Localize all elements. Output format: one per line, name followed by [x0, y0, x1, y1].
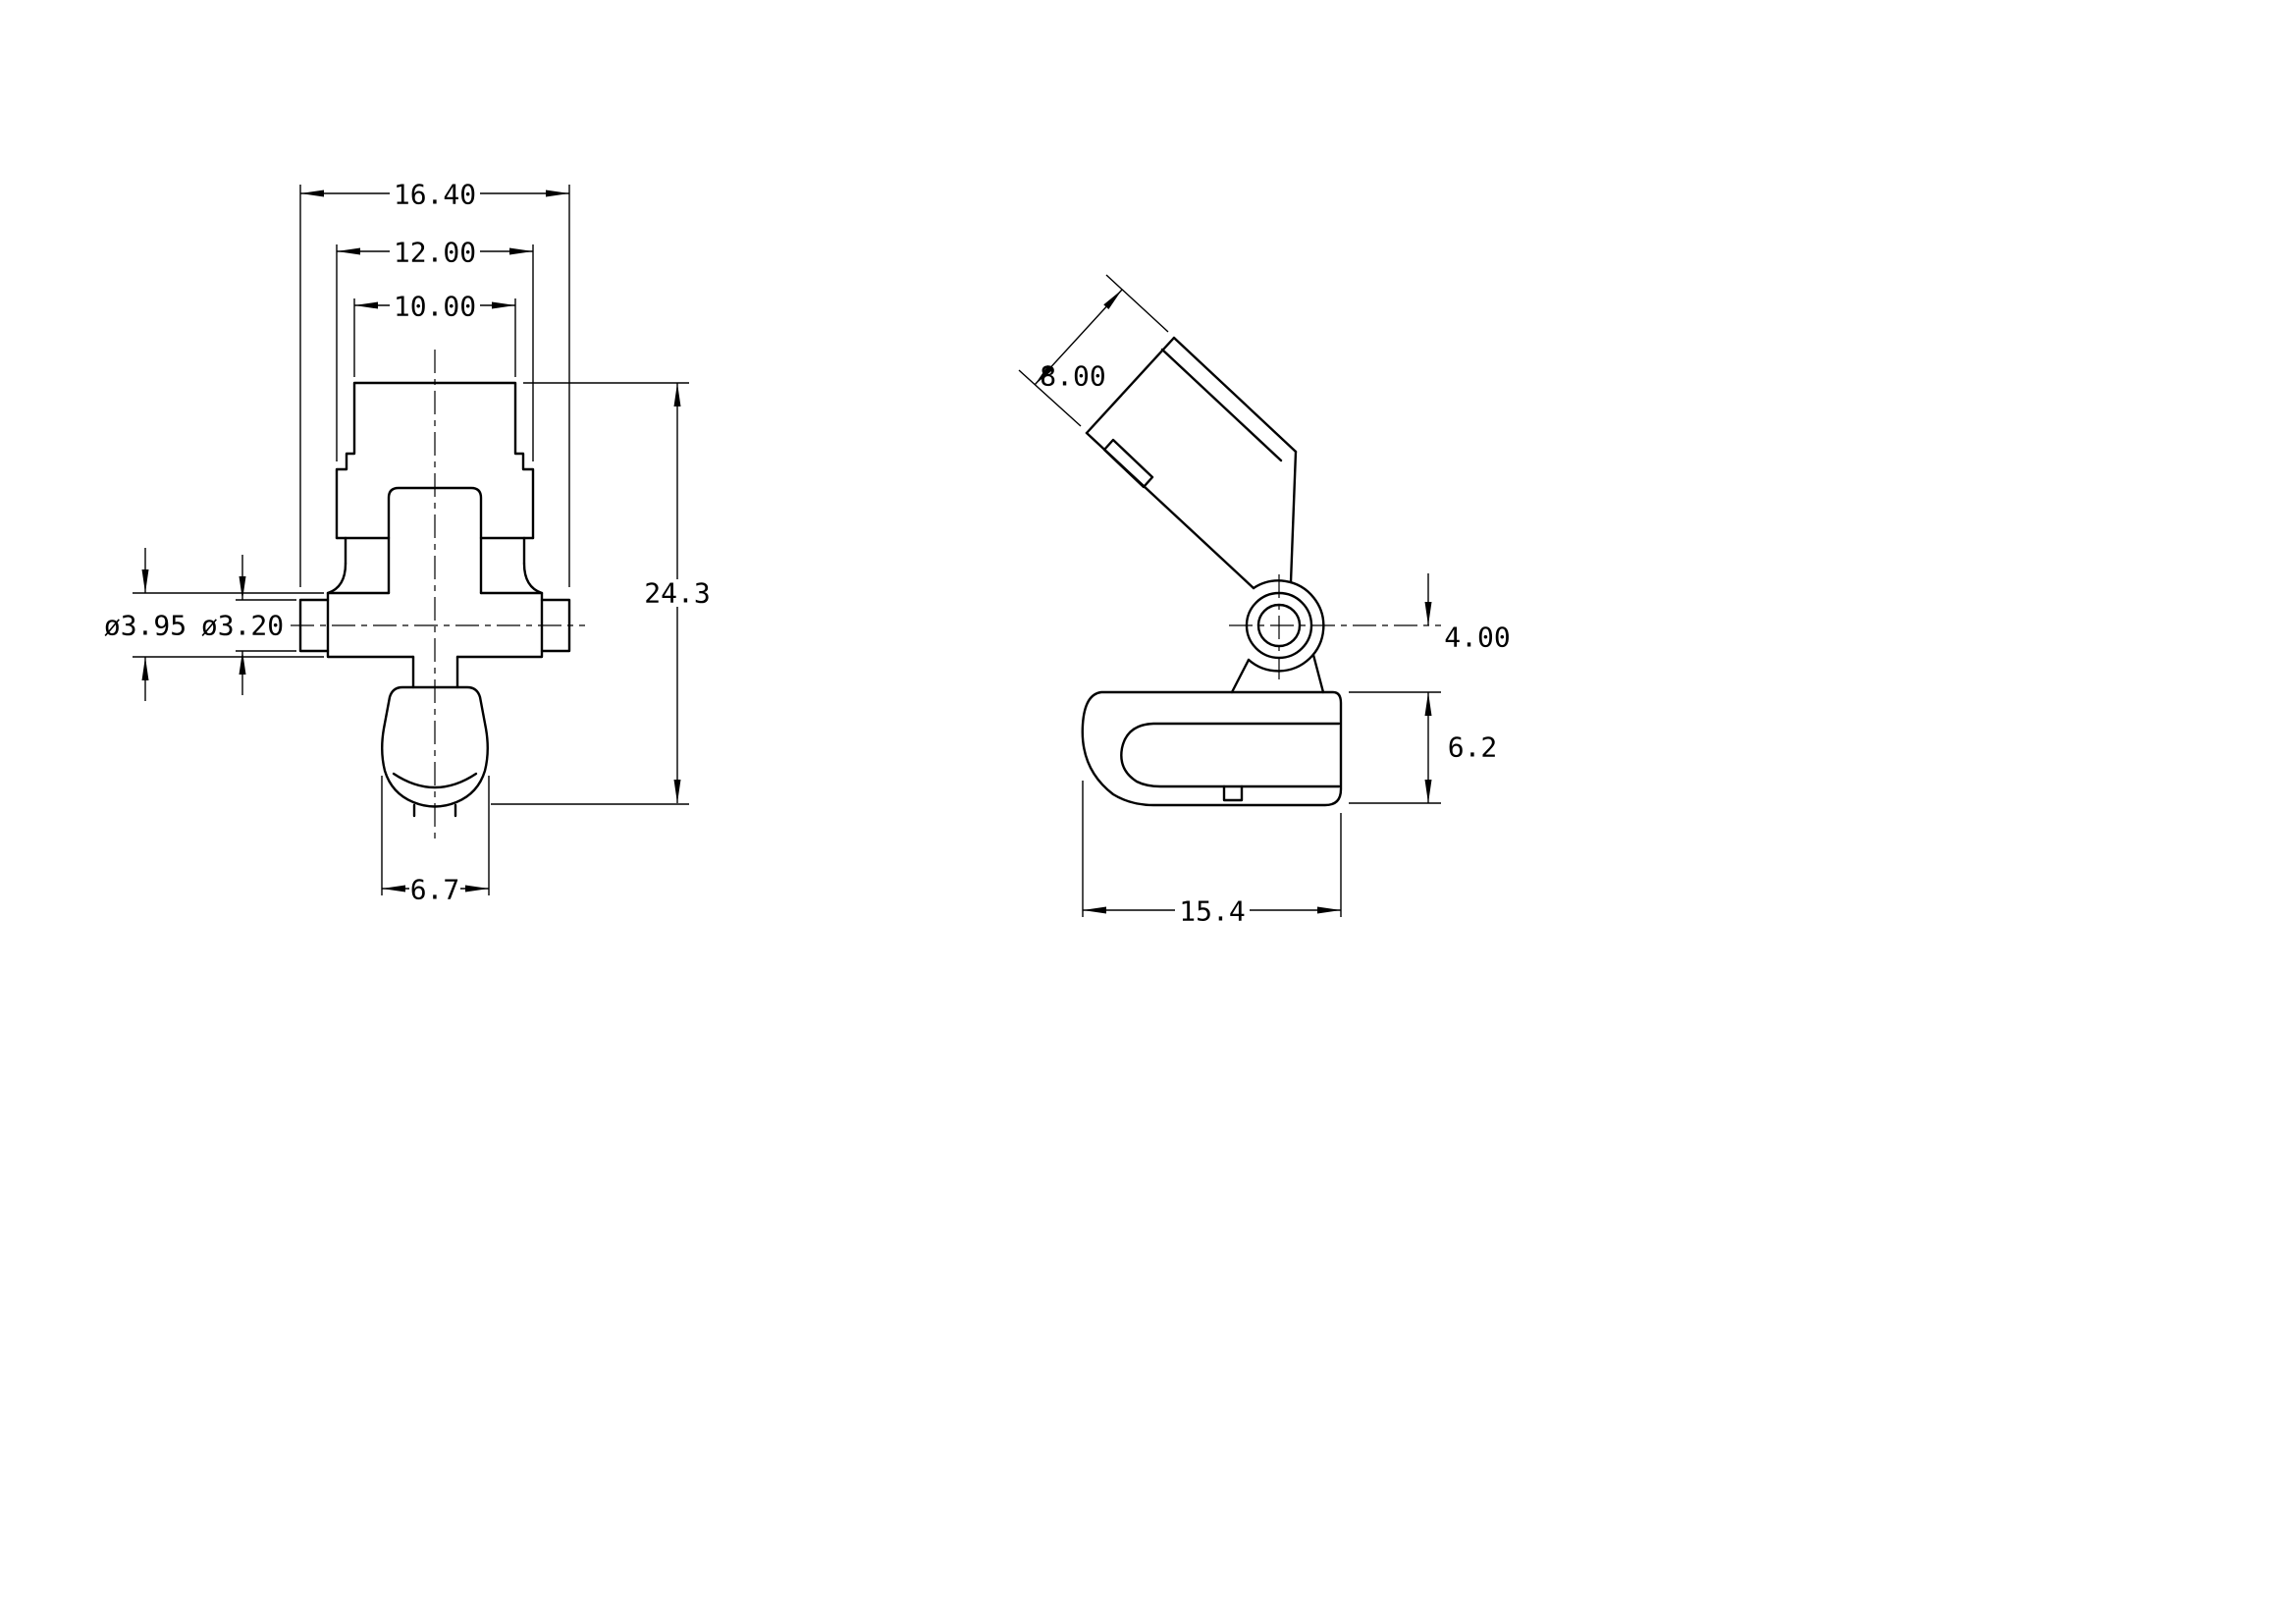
- dim-lever-width: 8.00: [1018, 274, 1169, 427]
- extension-lines: [491, 382, 689, 805]
- base-bottom-notch: [1222, 784, 1244, 802]
- dim-base-height: 6.2: [1349, 692, 1498, 804]
- dim-pin-inner-dia-label: ø3.20: [201, 610, 284, 642]
- head-outline: [335, 381, 535, 540]
- axle-sleeve-outline: [326, 591, 544, 659]
- lever-slot: [1102, 438, 1154, 489]
- dimension-line: [1034, 289, 1123, 386]
- dim-head-width: 10.00: [353, 291, 516, 377]
- plunger-outline: [387, 486, 483, 595]
- side-view-dimensions: 8.00 4.00 6.2 15.4: [1018, 274, 1511, 928]
- side-view: [1081, 336, 1343, 807]
- dim-base-length-label: 15.4: [1179, 895, 1245, 928]
- dim-shoulder-width: 12.00: [336, 237, 534, 461]
- label-mask: [390, 180, 480, 207]
- label-mask: [390, 292, 480, 319]
- dim-shoulder-width-label: 12.00: [394, 237, 476, 269]
- dim-roller-width: 6.7: [381, 776, 490, 906]
- roller-feet: [412, 803, 457, 818]
- extension-lines: [1082, 781, 1342, 917]
- pin-end-right: [540, 598, 571, 653]
- dim-pin-inner-dia: ø3.20: [201, 555, 296, 695]
- lever-thickness-line: [1160, 348, 1283, 462]
- label-mask: [643, 579, 712, 607]
- dim-lever-width-label: 8.00: [1040, 360, 1105, 393]
- extension-lines: [1018, 274, 1169, 427]
- base-outline: [1081, 690, 1343, 807]
- label-mask: [390, 238, 480, 265]
- stem-edges: [411, 655, 459, 689]
- dim-head-width-label: 10.00: [394, 291, 476, 323]
- dim-pin-outer-dia-label: ø3.95: [104, 610, 187, 642]
- label-mask: [1175, 896, 1250, 924]
- extension-lines: [353, 298, 516, 377]
- roller-outline: [381, 685, 489, 808]
- pin-end-left: [298, 598, 330, 653]
- dim-overall-height-label: 24.3: [644, 577, 710, 610]
- neck-edges: [344, 536, 526, 566]
- hinge-knuckle-arc: [1247, 579, 1325, 673]
- extension-lines: [133, 592, 324, 658]
- front-view: [298, 381, 571, 818]
- hinge-foot-edges: [1230, 653, 1325, 694]
- roller-inner-arc: [392, 772, 478, 789]
- extension-lines: [299, 185, 570, 587]
- dim-overall-width: 16.40: [299, 179, 570, 587]
- pivot-inner-circle: [1256, 603, 1302, 648]
- lever-outer-face: [1172, 336, 1298, 454]
- dim-pin-outer-dia: ø3.95: [104, 548, 324, 701]
- dim-overall-width-label: 16.40: [394, 179, 476, 211]
- lever-right-edge: [1289, 450, 1298, 584]
- dim-base-height-label: 6.2: [1448, 731, 1498, 764]
- label-mask: [409, 875, 460, 902]
- front-view-dimensions: 16.40 12.00 10.00 24.3 ø3.95: [104, 179, 712, 906]
- dim-roller-width-label: 6.7: [410, 874, 460, 906]
- extension-lines: [336, 244, 534, 461]
- dim-pivot-to-base: 4.00: [1349, 573, 1511, 693]
- dim-overall-height: 24.3: [491, 382, 712, 805]
- base-inner-contour: [1120, 722, 1341, 788]
- extension-lines: [381, 776, 490, 895]
- dim-base-length: 15.4: [1082, 781, 1342, 928]
- pivot-outer-circle: [1245, 591, 1313, 660]
- lever-end-cap: [1085, 336, 1176, 435]
- dim-pivot-to-base-label: 4.00: [1444, 622, 1510, 654]
